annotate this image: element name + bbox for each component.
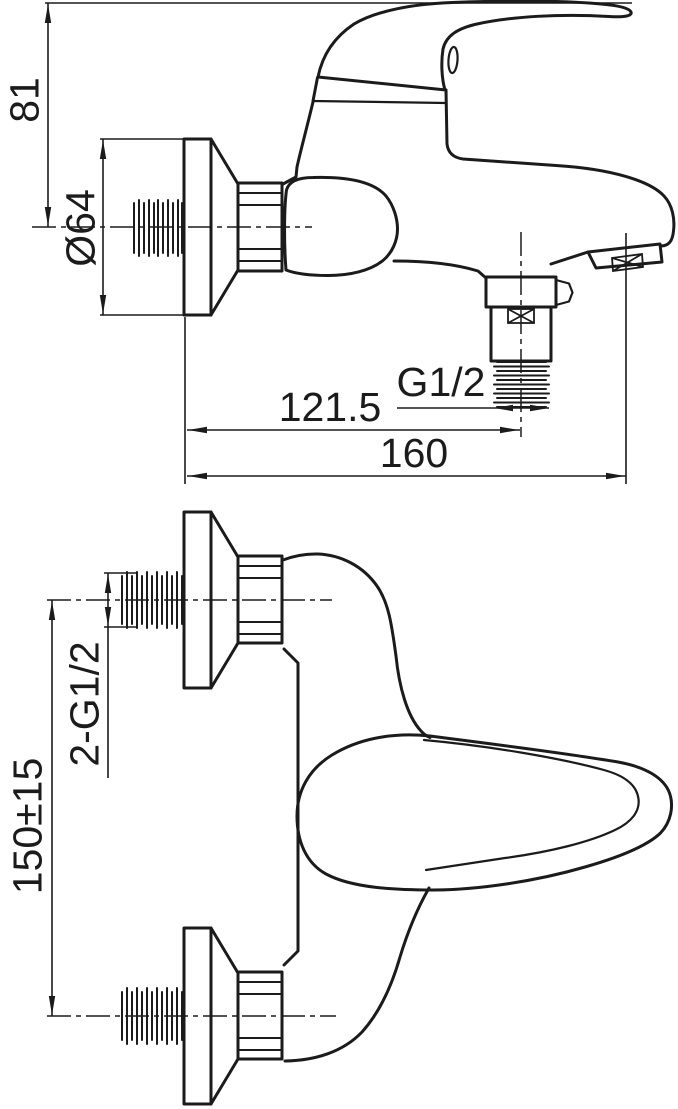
arrowhead-right (606, 472, 625, 480)
side-escutcheon-cone (209, 137, 240, 317)
dimension-height-81: 81 (1, 2, 632, 227)
front-body-top-edge (281, 552, 432, 739)
dimension-flange-diameter-64: Ø64 (57, 138, 184, 316)
dim-flange-diameter-label: Ø64 (57, 189, 103, 267)
lower-escutcheon-cone (209, 926, 240, 1106)
arrowhead-down (104, 607, 112, 626)
dome-left-edge (311, 76, 319, 103)
dim-inlet-spacing-label: 150±15 (4, 758, 50, 895)
side-view: 81 Ø64 G1/2 121.5 (1, 0, 676, 484)
dimension-inlet-spacing-150: 150±15 (4, 600, 56, 1016)
side-body-bottom-left (392, 259, 488, 280)
upper-nut-knurling (239, 565, 281, 635)
side-inlet-thread (133, 199, 183, 257)
arrowhead-up (44, 4, 52, 23)
arrowhead-left (494, 404, 513, 412)
arrowhead-up (99, 140, 107, 159)
side-spout-end (586, 242, 664, 273)
upper-escutcheon-cone (209, 510, 240, 690)
dimension-spout-reach-160: 160 (187, 233, 627, 484)
lever-dimple (447, 45, 459, 75)
front-body (281, 552, 432, 1063)
side-nut-knurling (239, 192, 281, 262)
dimension-outlet-thread-g12: G1/2 (397, 359, 549, 412)
side-body (281, 88, 676, 280)
arrowhead-left (188, 472, 207, 480)
arrowhead-right (500, 426, 519, 434)
side-body-bottom-right (549, 250, 590, 266)
arrowhead-down (48, 996, 56, 1015)
dome-seam (311, 99, 448, 105)
spout-valve-symbol-x (611, 253, 644, 272)
side-body-top-edge (444, 88, 676, 248)
side-lever-handle (311, 0, 633, 105)
spout-aerator-box (586, 242, 664, 270)
side-valve-boss (283, 175, 399, 277)
front-lever-handle (295, 733, 673, 892)
arrowhead-up (104, 574, 112, 593)
dimension-wall-to-outlet-121-5: 121.5 (184, 317, 520, 484)
arrowhead-down (44, 207, 52, 226)
lower-nut-knurling (239, 981, 281, 1051)
front-body-neck (282, 647, 300, 967)
arrowhead-down (99, 295, 107, 314)
front-lever-outer (295, 733, 673, 892)
outlet-hex-chamfer (554, 278, 574, 307)
dim-spout-reach-label: 160 (380, 430, 448, 476)
arrowhead-right (530, 404, 549, 412)
side-shower-outlet (484, 275, 574, 408)
lever-outline (316, 0, 633, 92)
dim-wall-to-outlet-label: 121.5 (279, 384, 382, 430)
front-body-bottom-edge (283, 886, 431, 1063)
dimension-inlet-threads-2g12: 2-G1/2 (61, 572, 137, 778)
dim-inlet-threads-label: 2-G1/2 (61, 641, 107, 766)
dim-height-label: 81 (1, 77, 47, 123)
arrowhead-up (48, 601, 56, 620)
dim-outlet-thread-label: G1/2 (397, 359, 486, 405)
arrowhead-left (188, 426, 207, 434)
front-view: 2-G1/2 150±15 (4, 510, 673, 1106)
side-body-left-edge (281, 100, 315, 186)
front-lever-inner (422, 738, 640, 872)
